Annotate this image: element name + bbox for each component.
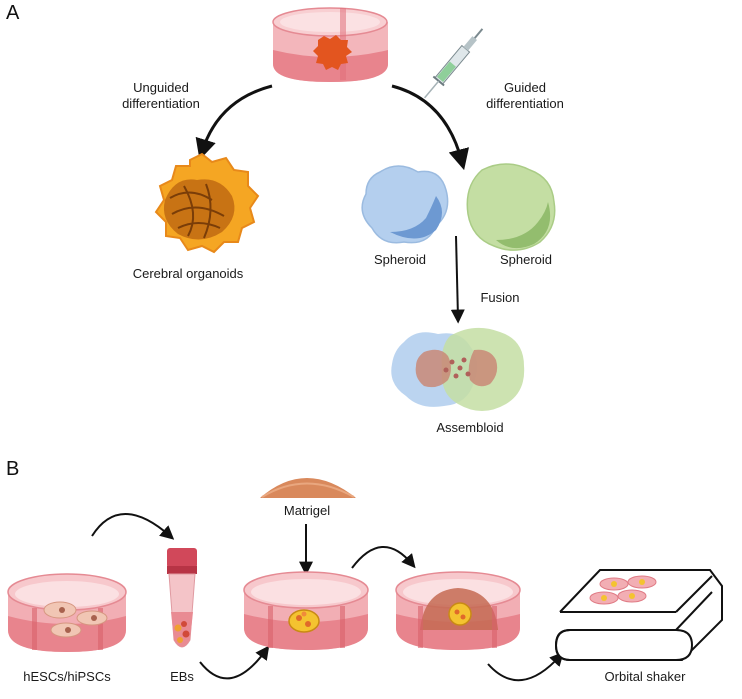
- spheroid-left-label: Spheroid: [373, 252, 427, 267]
- unguided-line-2: differentiation: [122, 96, 200, 111]
- matrigel-dome-icon: [260, 478, 356, 498]
- dish-hescs: [7, 573, 127, 652]
- unguided-arrow: [195, 84, 273, 161]
- assembloid-icon: [391, 327, 525, 411]
- ebs-tube-icon: [167, 548, 197, 648]
- syringe-icon: [424, 28, 484, 99]
- guided-label: Guided differentiation: [470, 80, 580, 112]
- guided-arrow: [391, 84, 470, 171]
- arrow-to-matrigel-dish: [199, 645, 270, 680]
- matrigel-label: Matrigel: [283, 503, 331, 518]
- fusion-label: Fusion: [480, 290, 520, 305]
- hescs-label: hESCs/hiPSCs: [23, 669, 111, 684]
- orbital-shaker-icon: [554, 569, 723, 661]
- dish-matrigel-dome: [395, 571, 521, 650]
- shaker-dishes: [589, 575, 657, 605]
- assembloid-label: Assembloid: [436, 420, 504, 435]
- arrow-to-shaker: [487, 651, 564, 681]
- dish-eb-embedding: [243, 571, 369, 650]
- panel-a-letter: A: [6, 2, 20, 24]
- unguided-line-1: Unguided: [133, 80, 189, 95]
- arrow-to-ebs: [91, 513, 175, 540]
- fusion-arrow: [450, 235, 465, 324]
- arrow-to-dome-dish: [351, 546, 416, 569]
- organoid-in-dish: [313, 35, 352, 70]
- ebs-label: EBs: [170, 669, 194, 684]
- guided-line-2: differentiation: [486, 96, 564, 111]
- top-culture-dish: [272, 7, 388, 82]
- spheroid-blue-icon: [361, 165, 449, 244]
- guided-line-1: Guided: [504, 80, 546, 95]
- spheroid-right-label: Spheroid: [499, 252, 553, 267]
- panel-b-letter: B: [6, 458, 20, 480]
- unguided-label: Unguided differentiation: [106, 80, 216, 112]
- cerebral-organoid-icon: [154, 152, 260, 254]
- orbital-shaker-label: Orbital shaker: [604, 669, 686, 684]
- spheroid-green-icon: [466, 163, 556, 251]
- cerebral-organoids-label: Cerebral organoids: [132, 266, 244, 281]
